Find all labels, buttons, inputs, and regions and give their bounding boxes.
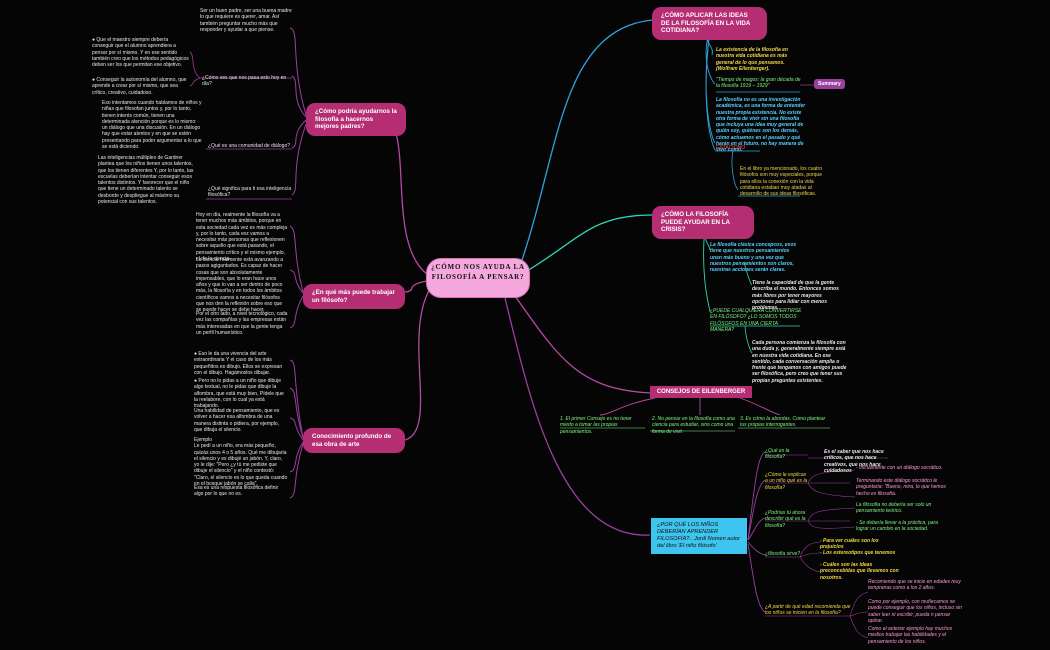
- daily-note-3: La filosofía no es una investigación aca…: [716, 97, 806, 154]
- branch-philosopher-work[interactable]: ¿En qué más puede trabajar un filósofo?: [303, 284, 405, 309]
- art-text-1: ● Eso le da una vivencia del arte extrao…: [194, 351, 283, 376]
- advice-2: 2. No pensar en la filosofía como una ci…: [652, 416, 735, 435]
- q-serves: ¿filosofía sirve?: [765, 551, 801, 557]
- today-answer-1: ● Que el maestro siempre debería consegu…: [92, 37, 189, 69]
- branch-daily-life[interactable]: ¿CÓMO APLICAR LAS IDEAS DE LA FILOSOFÍA …: [652, 7, 767, 40]
- central-topic[interactable]: ¿CÓMO NOS AYUDA LA FILOSOFÍA A PENSAR?: [426, 258, 530, 298]
- today-answer-2: ● Conseguir la autonomía del alumno, que…: [92, 77, 187, 96]
- art-text-2: ● Pero no lo pidas a un niño que dibuje …: [194, 378, 284, 410]
- advice-1: 1. El primer Consejo es no tener miedo a…: [560, 416, 632, 435]
- summary-tag[interactable]: Summary: [814, 79, 845, 89]
- intelligence-answer: Las inteligencias múltiples de Gardner p…: [98, 155, 194, 206]
- daily-note-1: La existencia de la filosofía en nuestra…: [716, 47, 788, 72]
- work-text-1: Hoy en día, realmente la filosofía va a …: [196, 212, 288, 263]
- q-explain-child: ¿Cómo le explicas a un niño qué es la fi…: [765, 472, 808, 491]
- crisis-note-4: Cada persona comienza la filosofía con u…: [752, 340, 847, 384]
- q-age: ¿A partir de qué edad recomienda que los…: [765, 604, 851, 617]
- q-serves-2: - Los estereotipos que tenemos: [820, 550, 896, 556]
- q-describe-answer-2: - Se debería llevar a la práctica, para …: [856, 520, 938, 533]
- art-text-3: Una habilidad de pensamiento, que es vol…: [194, 408, 280, 433]
- branch-artwork[interactable]: Conocimiento profundo de esa obra de art…: [303, 428, 405, 453]
- daily-note-4: ESTACIONO: [716, 145, 746, 151]
- branch-crisis[interactable]: ¿CÓMO LA FILOSOFÍA PUEDE AYUDAR EN LA CR…: [652, 206, 754, 239]
- question-today: ¿Cómo ves que nos pasa esto hoy en día?: [202, 75, 287, 88]
- advice-3: 3. Es cómo la abordas. Como plantear tus…: [740, 416, 826, 429]
- work-text-3: Por el otro lado, a nivel tecnológico, c…: [196, 311, 288, 336]
- dialogue-answer: Eso intentamos cuando hablamos de niños …: [102, 100, 202, 151]
- q-age-answer-2: Como por ejemplo, con muñecamos se puede…: [868, 599, 962, 624]
- q-serves-1: - Para ver cuáles son los prejuicios: [820, 538, 879, 551]
- q-explain-answer-1: - Inicialmente con un diálogo socrático.: [856, 465, 943, 471]
- work-text-2: La ciencia realmente está avanzando a pa…: [196, 257, 284, 314]
- daily-book-title: "Tiempo de magos: la gran década de la f…: [716, 77, 801, 90]
- crisis-note-2: Tiene la capacidad de que la gente descr…: [752, 280, 839, 312]
- crisis-note-1: La filosofía clásica concepcos, esos tie…: [710, 242, 797, 274]
- q-describe: ¿Podrías tú ahora describir qué es la fi…: [765, 510, 806, 529]
- q-describe-answer-1: La filosofía no debería ser solo un pens…: [856, 502, 932, 515]
- parents-intro: Ser un buen padre, ser una buena madre l…: [200, 8, 292, 33]
- branch-children-philosophy[interactable]: ¿POR QUÉ LOS NIÑOS DEBERÍAN APRENDER FIL…: [651, 518, 747, 554]
- daily-note-5: En el libro ya mencionado, los cuatro fi…: [740, 166, 822, 198]
- art-example: Ejemplo Le pedí a un niño, era más peque…: [194, 437, 288, 488]
- q-serves-3: - Cuáles son las ideas preconcebidas que…: [820, 562, 899, 581]
- crisis-question: ¿PUEDE CUALQUIERA CONVERTIRSE EN FILÓSOF…: [710, 308, 802, 333]
- art-text-5: Esa es una respuesta filosófica definir …: [194, 485, 279, 498]
- q-age-answer-1: Recomiendo que se inicie en edades muy t…: [868, 579, 961, 592]
- branch-parents[interactable]: ¿Cómo podría ayudarnos la filosofía a ha…: [306, 103, 406, 136]
- q-age-answer-3: Como el anterior ejemplo hay muchos medi…: [868, 626, 953, 645]
- q-what-is: ¿Qué es la filosofía?: [765, 448, 790, 461]
- question-intelligence: ¿Qué significa para ti esa inteligencia …: [208, 186, 292, 199]
- question-dialogue: ¿Qué es una comunidad de diálogo?: [208, 143, 291, 149]
- branch-eilenberger-advice[interactable]: CONSEJOS DE EILENBERGER: [650, 386, 752, 398]
- q-explain-answer-2: Terminando este diálogo socrático le pre…: [856, 478, 946, 497]
- q-what-is-answer: Es el saber que nos hace críticos, que n…: [824, 449, 884, 474]
